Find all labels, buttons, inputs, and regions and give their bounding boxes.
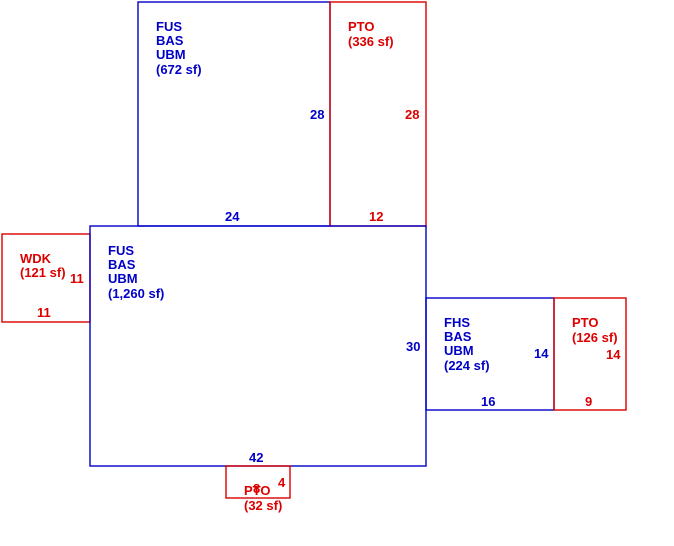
fhs-bottom-dim: 16 xyxy=(481,394,495,409)
bottom-patio-area-sf: (32 sf) xyxy=(244,498,282,513)
fhs-label-1: FHS xyxy=(444,315,470,330)
upper-patio-side-dim: 28 xyxy=(405,107,419,122)
right-patio-bottom-dim: 9 xyxy=(585,394,592,409)
upper-living-side-dim: 28 xyxy=(310,107,324,122)
bottom-patio-side-dim: 4 xyxy=(278,475,286,490)
upper-living-label-2: BAS xyxy=(156,33,184,48)
upper-living-bottom-dim: 24 xyxy=(225,209,240,224)
right-patio-label: PTO xyxy=(572,315,599,330)
upper-living-label-1: FUS xyxy=(156,19,182,34)
upper-patio-label: PTO xyxy=(348,19,375,34)
main-living-label-3: UBM xyxy=(108,271,138,286)
wood-deck-area-sf: (121 sf) xyxy=(20,265,66,280)
main-living-label-2: BAS xyxy=(108,257,136,272)
bottom-patio-bottom-dim: 8 xyxy=(253,481,260,496)
main-living-area xyxy=(89,225,427,467)
fhs-side-dim: 14 xyxy=(534,346,549,361)
right-patio-area xyxy=(553,297,627,411)
wood-deck-label: WDK xyxy=(20,251,52,266)
main-living-area-sf: (1,260 sf) xyxy=(108,286,164,301)
upper-patio-area-sf: (336 sf) xyxy=(348,34,394,49)
fhs-area-sf: (224 sf) xyxy=(444,358,490,373)
upper-living-label-3: UBM xyxy=(156,47,186,62)
upper-patio-bottom-dim: 12 xyxy=(369,209,383,224)
fhs-label-3: UBM xyxy=(444,343,474,358)
bottom-patio-area xyxy=(225,465,291,499)
wood-deck-bottom-dim: 11 xyxy=(37,305,51,320)
wood-deck-side-dim: 11 xyxy=(70,271,84,286)
main-living-label-1: FUS xyxy=(108,243,134,258)
right-patio-area-sf: (126 sf) xyxy=(572,330,618,345)
right-patio-side-dim: 14 xyxy=(606,347,621,362)
main-living-bottom-dim: 42 xyxy=(249,450,263,465)
bottom-patio-label: PTO xyxy=(244,483,271,498)
main-living-side-dim: 30 xyxy=(406,339,420,354)
upper-living-area-sf: (672 sf) xyxy=(156,62,202,77)
fhs-label-2: BAS xyxy=(444,329,472,344)
